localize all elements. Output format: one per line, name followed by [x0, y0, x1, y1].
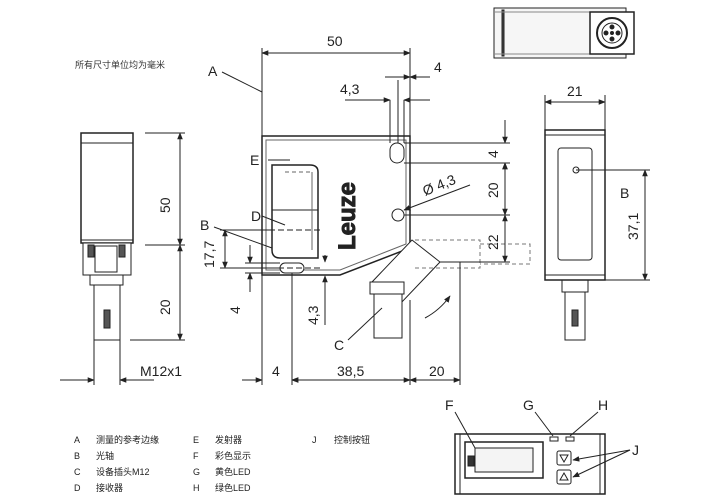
- callout-a: A: [208, 63, 218, 79]
- top-view: [493, 7, 635, 59]
- display-leaders: [454, 411, 631, 478]
- callout-c: C: [334, 337, 344, 353]
- dim-4-leftlow: 4: [227, 306, 243, 314]
- callout-h: H: [598, 397, 608, 413]
- units-note: 所有尺寸单位均为毫米: [75, 60, 166, 70]
- callout-g: G: [523, 397, 534, 413]
- dim-22-right: 22: [485, 234, 501, 250]
- dim-21: 21: [567, 83, 583, 99]
- dim-43-low: 4,3: [305, 305, 321, 325]
- left-side-view: [60, 132, 185, 385]
- front-view: [213, 48, 531, 385]
- dim-4-bottom: 4: [272, 363, 280, 379]
- dim-43-top: 4,3: [340, 81, 360, 97]
- dim-20-right: 20: [485, 182, 501, 198]
- callout-d: D: [251, 208, 261, 224]
- dim-371: 37,1: [625, 213, 641, 240]
- callout-e: E: [250, 152, 259, 168]
- dim-20-left: 20: [157, 299, 173, 315]
- callout-f: F: [445, 397, 454, 413]
- dim-385: 38,5: [337, 363, 364, 379]
- dim-4-right: 4: [485, 150, 501, 158]
- dim-4-top: 4: [434, 59, 442, 75]
- callout-j: J: [632, 442, 639, 458]
- dim-diameter: Ø 4,3: [420, 171, 458, 199]
- callout-b-right: B: [620, 185, 629, 201]
- display-view: [454, 433, 606, 495]
- right-side-view: [544, 95, 650, 341]
- callout-b: B: [200, 217, 209, 233]
- brand-logo: Leuze: [334, 182, 361, 250]
- dim-50-left: 50: [157, 197, 173, 213]
- dim-50-top: 50: [327, 33, 343, 49]
- dim-177: 17,7: [201, 241, 217, 268]
- dim-20-bottom: 20: [429, 363, 445, 379]
- dim-m12: M12x1: [140, 363, 182, 379]
